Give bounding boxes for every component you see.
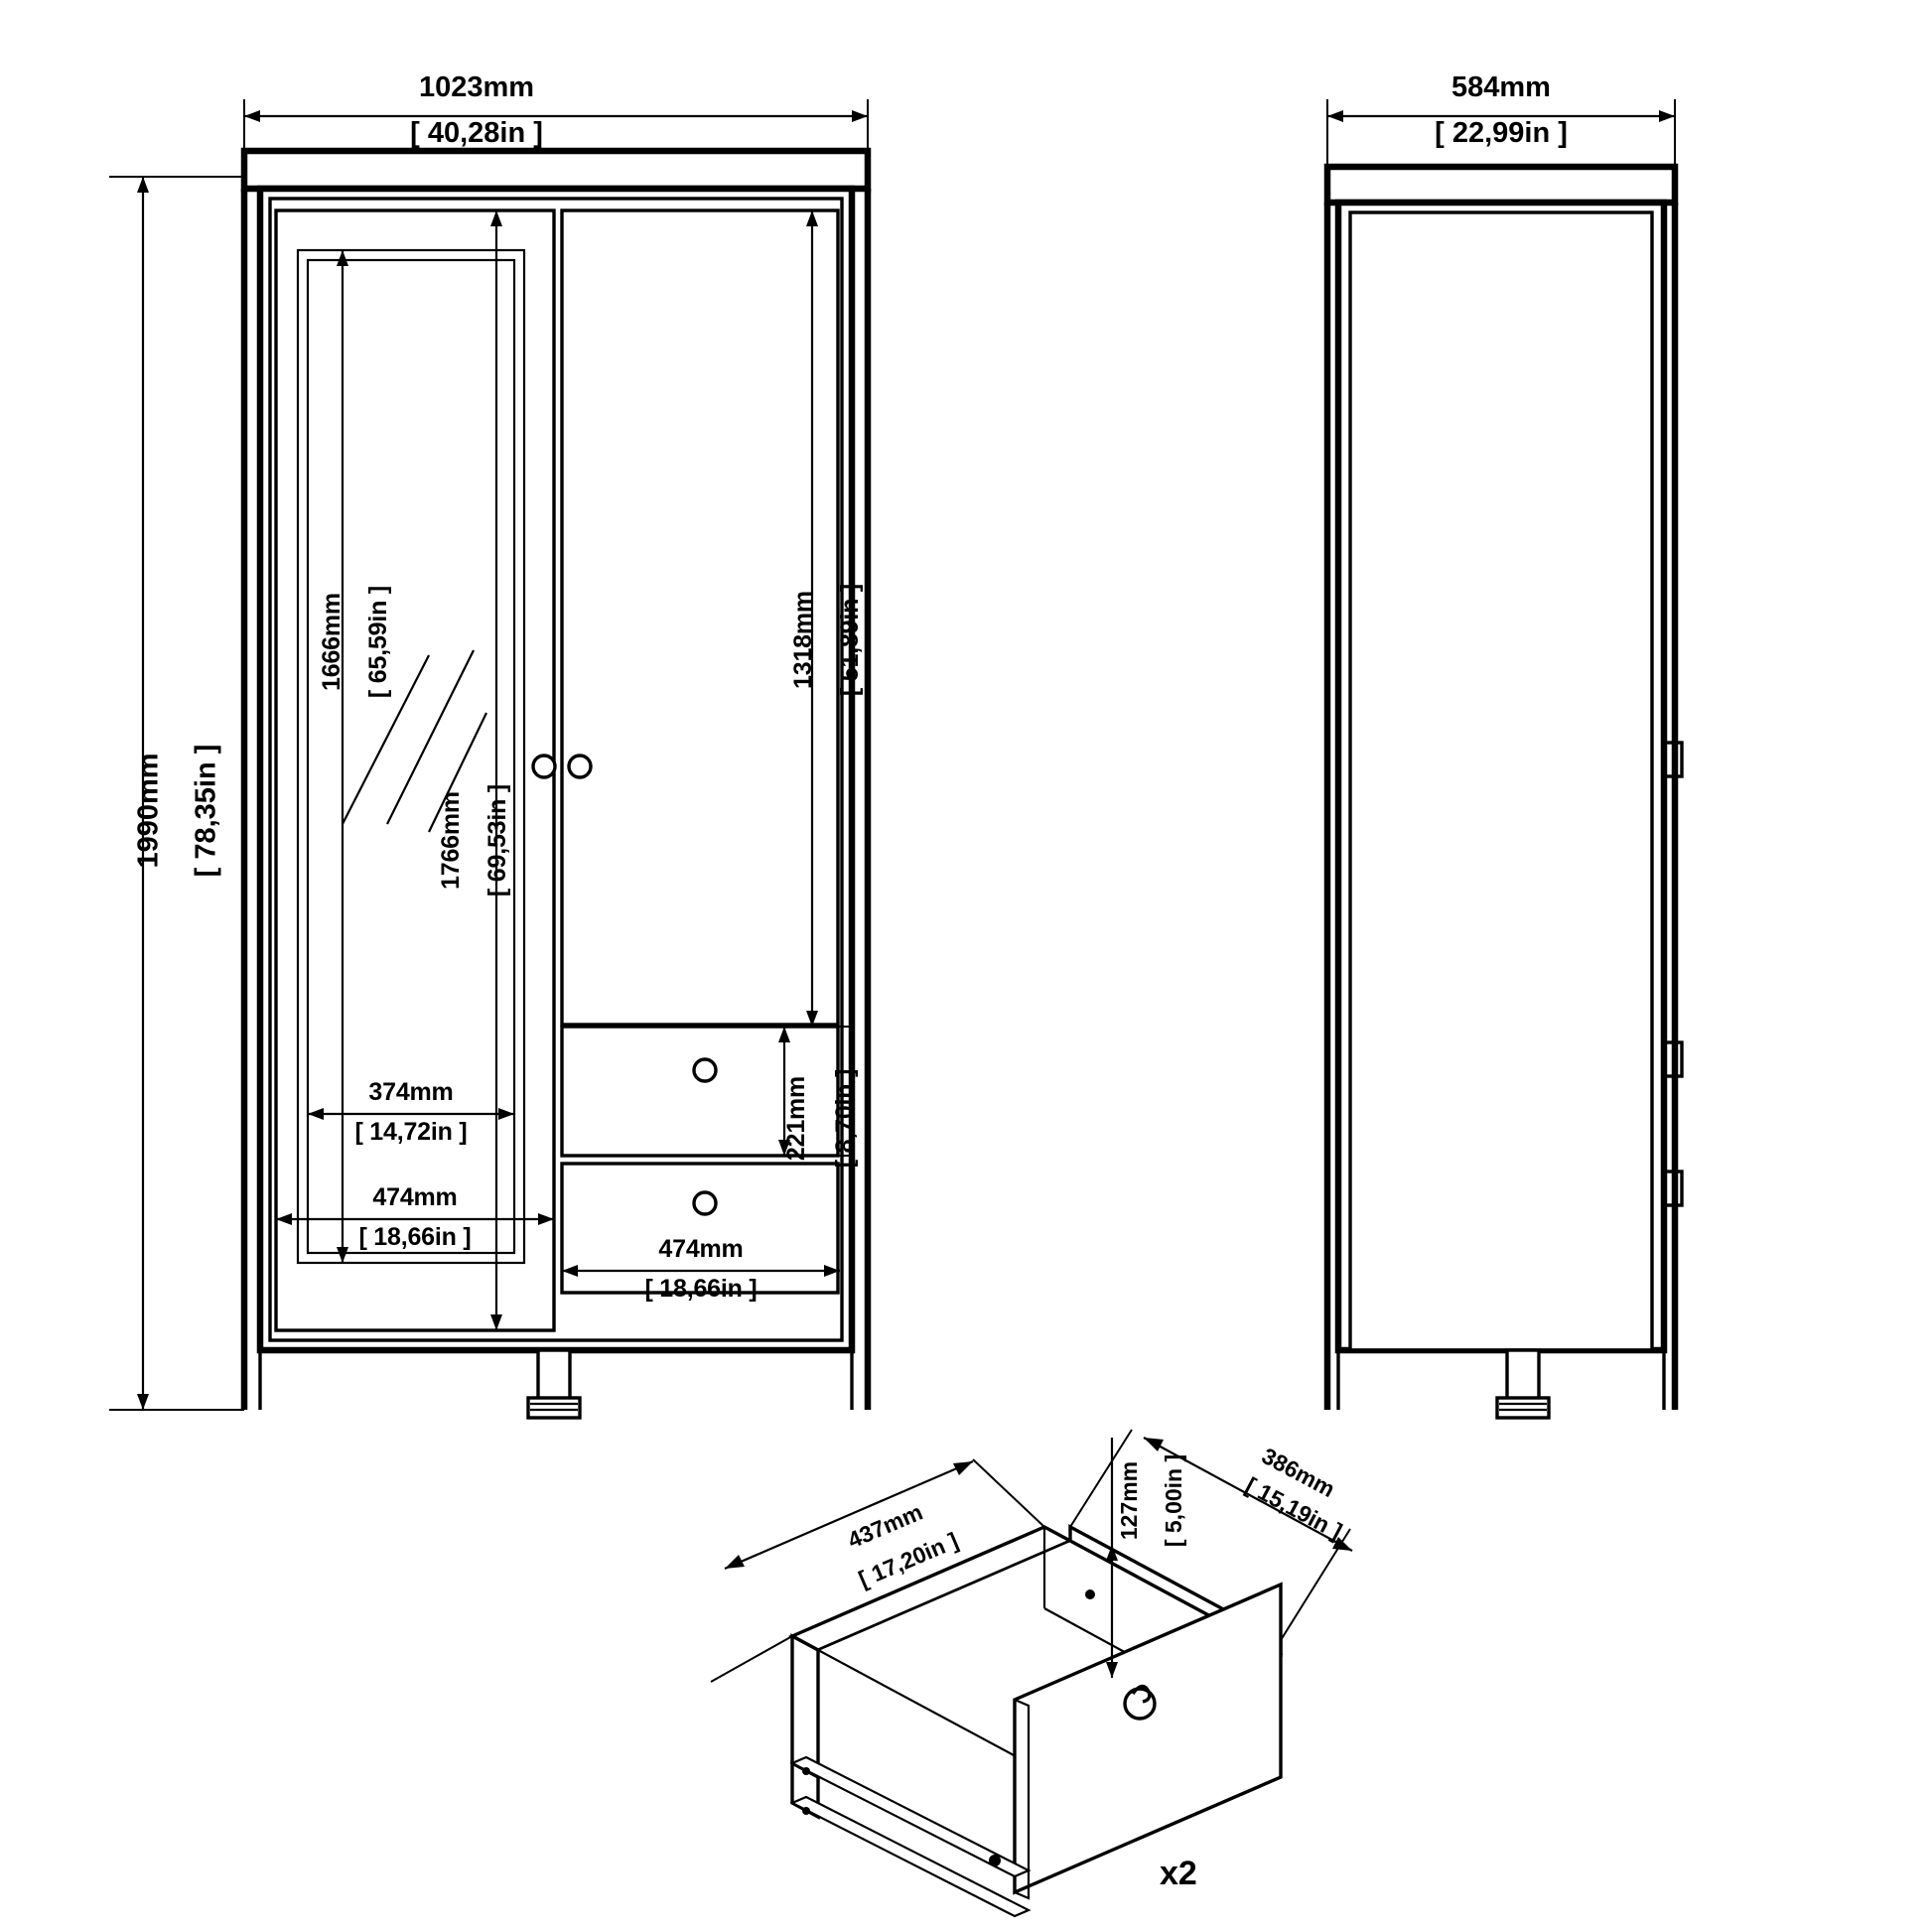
- label-right-door-height-mm: 1318mm: [788, 591, 817, 689]
- drawer-runner-screw-3: [802, 1807, 810, 1815]
- drawer-runner-screw: [989, 1855, 1001, 1866]
- label-side-depth-mm: 584mm: [1451, 71, 1551, 103]
- label-side-depth-in: [ 22,99in ]: [1435, 117, 1568, 149]
- label-overall-width-in: [ 40,28in ]: [410, 117, 543, 149]
- drawer-runner-bottom: [789, 1795, 1032, 1918]
- side-hinge-top: [1662, 741, 1684, 778]
- drawer-view-group: [710, 1429, 1353, 1918]
- front-view-group: [109, 99, 872, 1420]
- label-mirror-width-in: [ 14,72in ]: [354, 1118, 468, 1146]
- label-door-height-in: [ 69,53in ]: [483, 783, 512, 897]
- left-door-knob[interactable]: [531, 754, 557, 779]
- label-mirror-height-in: [ 65,59in ]: [364, 585, 393, 699]
- front-drawer-lower: [560, 1162, 840, 1295]
- label-mirror-width-mm: 374mm: [368, 1078, 454, 1106]
- label-left-door-width-in: [ 18,66in ]: [358, 1223, 472, 1251]
- drawer-lower-knob[interactable]: [692, 1190, 718, 1216]
- drawer-runner-screw-2: [802, 1767, 810, 1775]
- drawer-runner-bottom-2: [789, 1755, 1032, 1878]
- drawer-quantity-label: x2: [1160, 1855, 1197, 1892]
- label-overall-height-mm: 1990mm: [132, 753, 165, 869]
- label-drawer-height-mm: 221mm: [782, 1075, 811, 1162]
- drawer-left-wall: [790, 1633, 820, 1780]
- side-hinge-bottom: [1662, 1170, 1684, 1207]
- drawer-front-knob[interactable]: [1123, 1684, 1157, 1721]
- label-right-door-width-mm: 474mm: [658, 1235, 744, 1263]
- label-left-door-width-mm: 474mm: [372, 1183, 458, 1211]
- label-overall-height-in: [ 78,35in ]: [190, 744, 222, 878]
- dim-side-depth: [1326, 99, 1676, 203]
- dim-drawer-height: [1106, 1438, 1118, 1678]
- label-door-height-mm: 1766mm: [436, 791, 465, 890]
- label-right-door-height-in: [ 51,89in ]: [836, 583, 865, 697]
- label-drawer-box-height-in: [ 5,00in ]: [1161, 1453, 1187, 1548]
- front-drawer-upper: [560, 1025, 840, 1158]
- dim-left-door-width: [276, 1213, 554, 1225]
- drawer-upper-knob[interactable]: [692, 1057, 718, 1083]
- dim-drawer-depth: [710, 1458, 1045, 1683]
- dim-overall-width: [243, 99, 869, 189]
- front-foot: [526, 1348, 582, 1420]
- dim-overall-height: [109, 176, 244, 1411]
- drawer-inner-edge-2: [1043, 1607, 1133, 1657]
- dim-mirror-width: [308, 1108, 514, 1120]
- side-view-group: [1323, 99, 1684, 1420]
- dim-drawer-width: [1069, 1429, 1353, 1641]
- dim-drawer-height: [778, 1026, 854, 1157]
- front-top-cap: [240, 147, 872, 193]
- side-carcass-inner: [1348, 210, 1654, 1352]
- side-foot: [1495, 1348, 1551, 1420]
- front-right-door: [560, 208, 840, 1027]
- label-drawer-height-in: [ 8,70in ]: [831, 1068, 860, 1169]
- dim-mirror-height: [337, 250, 348, 1263]
- label-right-door-width-in: [ 18,66in ]: [644, 1275, 758, 1303]
- label-mirror-height-mm: 1666mm: [317, 593, 345, 691]
- right-door-knob[interactable]: [567, 754, 593, 779]
- mirror-reflection-lines: [342, 649, 487, 833]
- dim-right-door-height: [806, 210, 818, 1027]
- side-top-cap: [1323, 163, 1679, 207]
- drawer-screw-hole: [1085, 1589, 1095, 1599]
- dim-right-door-width: [562, 1265, 840, 1277]
- dim-door-height: [490, 210, 502, 1330]
- drawer-front-edge: [1013, 1698, 1031, 1900]
- label-drawer-box-height-mm: 127mm: [1116, 1460, 1143, 1541]
- side-hinge-middle: [1662, 1040, 1684, 1078]
- label-overall-width-mm: 1023mm: [418, 71, 535, 103]
